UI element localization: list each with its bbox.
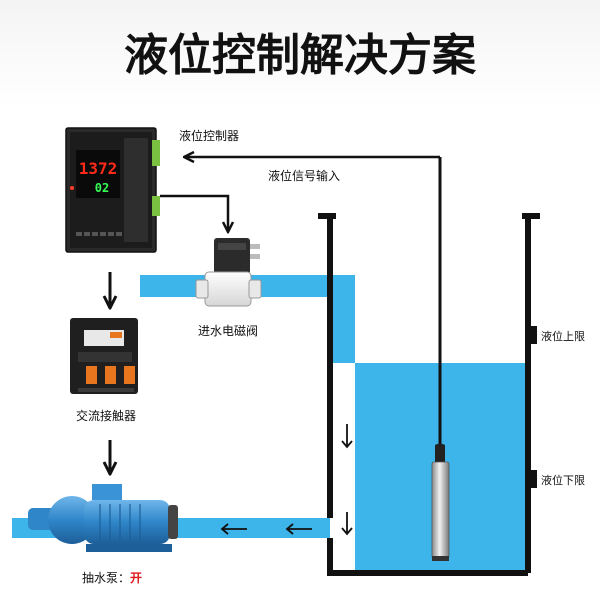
arrow-left-icon xyxy=(285,523,312,535)
controller-label: 液位控制器 xyxy=(179,128,239,143)
inlet-pipe xyxy=(140,275,355,363)
water-pump xyxy=(28,484,178,552)
arrow-down-icon xyxy=(341,424,353,449)
ac-contactor xyxy=(70,318,138,394)
outlet-pipe-tank-gap xyxy=(327,518,330,538)
level-probe xyxy=(431,443,450,561)
display-sub-value: 02 xyxy=(95,181,109,195)
signal-input-label: 液位信号输入 xyxy=(268,168,340,183)
page-title: 液位控制解决方案 xyxy=(124,30,477,81)
arrow-left-icon xyxy=(220,523,247,535)
arrow-down-icon xyxy=(341,512,353,536)
tank-rim-left xyxy=(318,213,336,219)
contactor-label: 交流接触器 xyxy=(76,408,136,423)
solenoid-valve xyxy=(195,238,262,307)
lower-limit-label: 液位下限 xyxy=(541,473,585,487)
display-main-value: 1372 xyxy=(79,159,118,178)
pump-label-prefix: 抽水泵： xyxy=(82,571,130,585)
level-controller: 1372 02 xyxy=(65,127,160,253)
tank xyxy=(318,213,540,576)
upper-limit-marker xyxy=(528,326,537,344)
upper-limit-label: 液位上限 xyxy=(541,329,585,343)
pump-state: 开 xyxy=(130,571,142,585)
tank-wall-left-lower xyxy=(327,538,528,576)
lower-limit-marker xyxy=(528,470,537,488)
valve-control-line xyxy=(160,194,228,232)
pump-label: 抽水泵：开 xyxy=(82,571,142,585)
tank-rim-right xyxy=(522,213,540,219)
solenoid-valve-label: 进水电磁阀 xyxy=(198,323,258,338)
